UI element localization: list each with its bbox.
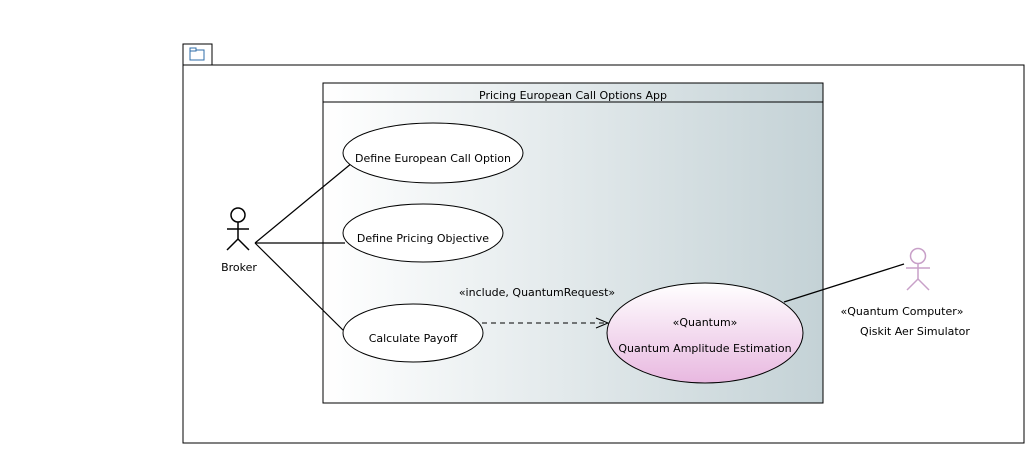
- use-case-label: Define Pricing Objective: [357, 232, 489, 245]
- package-body: [182, 64, 1025, 444]
- actor-broker[interactable]: Broker: [221, 207, 257, 274]
- folder-icon: [189, 47, 205, 61]
- include-label: «include, QuantumRequest»: [459, 286, 615, 299]
- actor-name: Broker: [221, 261, 257, 274]
- package-frame: [182, 43, 1025, 444]
- use-case-quantum-amplitude-estimation[interactable]: «Quantum» Quantum Amplitude Estimation: [606, 282, 804, 384]
- use-case-define-pricing-objective[interactable]: Define Pricing Objective: [342, 203, 504, 263]
- use-case-calculate-payoff[interactable]: Calculate Payoff: [342, 303, 484, 363]
- use-case-label: Calculate Payoff: [369, 332, 458, 345]
- use-case-define-european-call-option[interactable]: Define European Call Option: [342, 122, 524, 184]
- association-broker-define-option[interactable]: [254, 162, 353, 244]
- association-broker-calculate-payoff[interactable]: [254, 242, 351, 338]
- use-case-label: Quantum Amplitude Estimation: [618, 342, 791, 355]
- actor-qiskit-aer-simulator[interactable]: «Quantum Computer» Qiskit Aer Simulator: [841, 247, 971, 339]
- actor-name: Qiskit Aer Simulator: [860, 325, 970, 338]
- system-title: Pricing European Call Options App: [479, 89, 667, 102]
- use-case-stereotype: «Quantum»: [673, 316, 738, 329]
- actor-stereotype: «Quantum Computer»: [841, 305, 964, 318]
- stick-figure-icon: [226, 207, 250, 251]
- associations: [254, 162, 905, 338]
- stick-figure-icon: [906, 247, 930, 291]
- use-case-label: Define European Call Option: [355, 152, 511, 165]
- association-qae-qiskit[interactable]: [783, 263, 905, 303]
- include-dependency[interactable]: «include, QuantumRequest»: [459, 286, 615, 323]
